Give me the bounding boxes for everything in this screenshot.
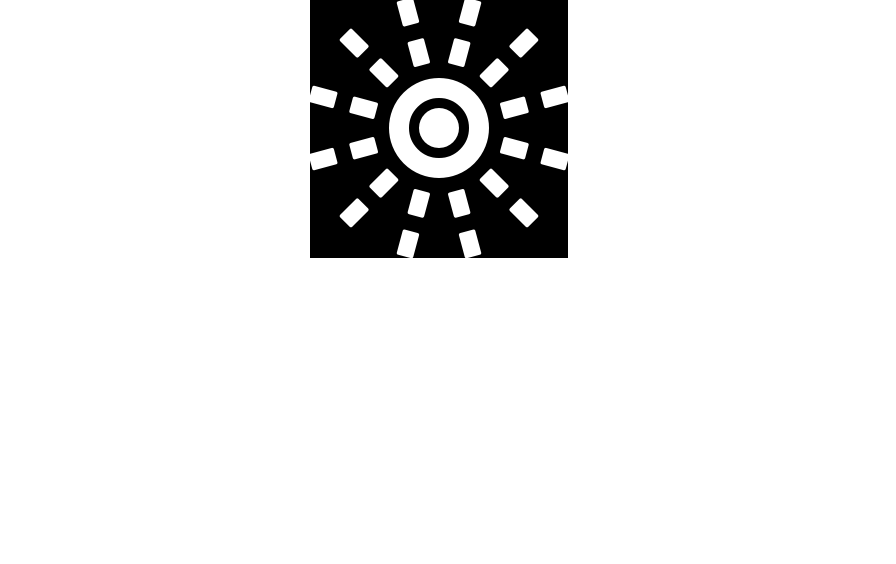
sunburst-icon [310, 0, 568, 258]
splash-tile [310, 0, 568, 258]
